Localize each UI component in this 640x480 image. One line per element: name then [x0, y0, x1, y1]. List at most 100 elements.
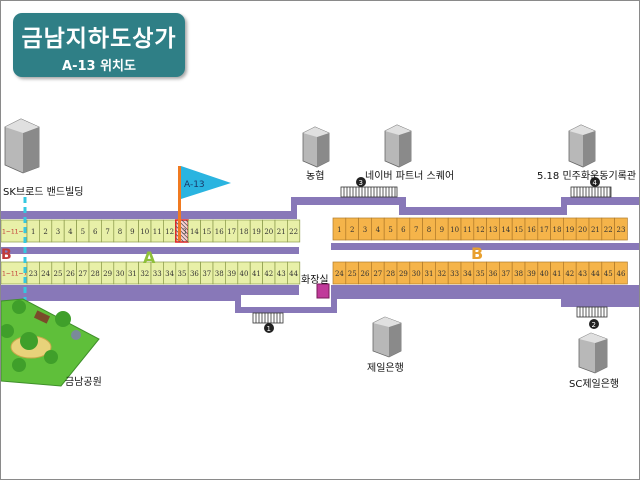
shop-cell: [614, 217, 628, 241]
shop-number: 5: [388, 226, 392, 234]
shop-number: 6: [93, 228, 98, 236]
page-subtitle: A-13 위치도: [62, 59, 136, 74]
section-b-left-label: B: [1, 247, 12, 263]
building-icon-jeil: [372, 316, 402, 358]
shop-number: 1: [31, 228, 35, 236]
shop-number: 42: [565, 270, 574, 278]
shop-number: 18: [240, 228, 249, 236]
shop-number: 36: [489, 270, 498, 278]
shop-number: 40: [240, 270, 249, 278]
shop-number: 29: [103, 270, 112, 278]
shop-number: 35: [178, 270, 187, 278]
shop-number: 23: [617, 226, 626, 234]
corridor-mid-a: [1, 247, 299, 254]
exit-3-stairs: 3: [340, 177, 398, 198]
shop-number: 10: [140, 228, 149, 236]
corridor-walls: [1, 197, 639, 313]
shop-number: 43: [277, 270, 286, 278]
shop-number: 3: [363, 226, 367, 234]
label-memorial: 5.18 민주화운동기록관: [537, 171, 637, 182]
shop-number: 20: [578, 226, 587, 234]
shop-number: 43: [578, 270, 587, 278]
shop-number: 6: [401, 226, 406, 234]
shop-number: 16: [527, 226, 536, 234]
shop-number: 15: [514, 226, 523, 234]
building-icon-memorial: [568, 124, 596, 168]
shop-number: 24: [41, 270, 50, 278]
corridor-mid-b: [331, 243, 639, 250]
flag-label: A-13: [184, 180, 205, 190]
building-icon-naver: [384, 124, 412, 168]
shop-number: 15: [202, 228, 211, 236]
shop-number: 34: [165, 270, 174, 278]
exit-4-number: 4: [593, 179, 598, 187]
shop-number: 21: [591, 226, 600, 234]
shop-number: 19: [252, 228, 261, 236]
toilet-icon: [316, 283, 330, 299]
shop-number: 11: [463, 226, 472, 234]
shop-number: 32: [437, 270, 446, 278]
shop-number: 33: [450, 270, 459, 278]
shop-number: 27: [78, 270, 87, 278]
shop-number: 1~11~7: [2, 229, 28, 236]
shop-number: 13: [178, 228, 187, 236]
shop-number: 19: [565, 226, 574, 234]
shop-number: 8: [427, 226, 431, 234]
shop-number: 25: [348, 270, 357, 278]
building-icon-sc: [578, 332, 608, 374]
shop-number: 44: [289, 270, 298, 278]
page-title: 금남지하도상가: [21, 26, 177, 52]
shop-number: 17: [227, 228, 236, 236]
building-icon-sk: [4, 118, 40, 174]
shop-number: 1: [337, 226, 341, 234]
shop-number: 30: [116, 270, 125, 278]
shop-number: 34: [463, 270, 472, 278]
shop-number: 14: [190, 228, 199, 236]
shop-number: 38: [514, 270, 523, 278]
corridor-top-wall: [1, 197, 639, 219]
shop-number: 9: [130, 228, 134, 236]
shop-number: 12: [476, 226, 485, 234]
exit-1-stairs: 1: [252, 312, 284, 333]
shop-number: 28: [91, 270, 100, 278]
shop-number: 29: [399, 270, 408, 278]
corridor-bottom-wall: [1, 285, 639, 313]
shop-number: 4: [68, 228, 73, 236]
tree-icon: [12, 300, 26, 314]
shop-number: 16: [215, 228, 224, 236]
tree-icon: [12, 358, 26, 372]
park-area: [1, 298, 100, 387]
shop-number: 14: [501, 226, 510, 234]
shop-number: 17: [540, 226, 549, 234]
exit-2-number: 2: [592, 321, 596, 329]
flag-pole: [178, 166, 181, 241]
shop-number: 13: [489, 226, 498, 234]
label-sc: SC제일은행: [569, 379, 620, 390]
shop-number: 38: [215, 270, 224, 278]
tree-icon: [44, 350, 58, 364]
label-jeil: 제일은행: [367, 363, 404, 374]
exit-2-stairs: 2: [576, 306, 608, 329]
shop-number: 28: [386, 270, 395, 278]
shop-number: 37: [501, 270, 510, 278]
shop-number: 31: [425, 270, 434, 278]
shop-number: 2: [43, 228, 47, 236]
shop-number: 23: [29, 270, 38, 278]
section-b-label: B: [471, 244, 483, 263]
shop-number: 21: [277, 228, 286, 236]
shop-number: 36: [190, 270, 199, 278]
shop-number: 1~11~7: [2, 271, 28, 278]
label-nonghyup: 농협: [306, 171, 325, 182]
tree-icon: [1, 324, 14, 338]
shop-number: 22: [604, 226, 613, 234]
shop-cell: [287, 261, 301, 285]
shop-number: 46: [617, 270, 626, 278]
shop-number: 32: [140, 270, 149, 278]
section-a-label: A: [143, 248, 156, 267]
tree-icon: [20, 332, 38, 350]
shop-number: 7: [105, 228, 109, 236]
